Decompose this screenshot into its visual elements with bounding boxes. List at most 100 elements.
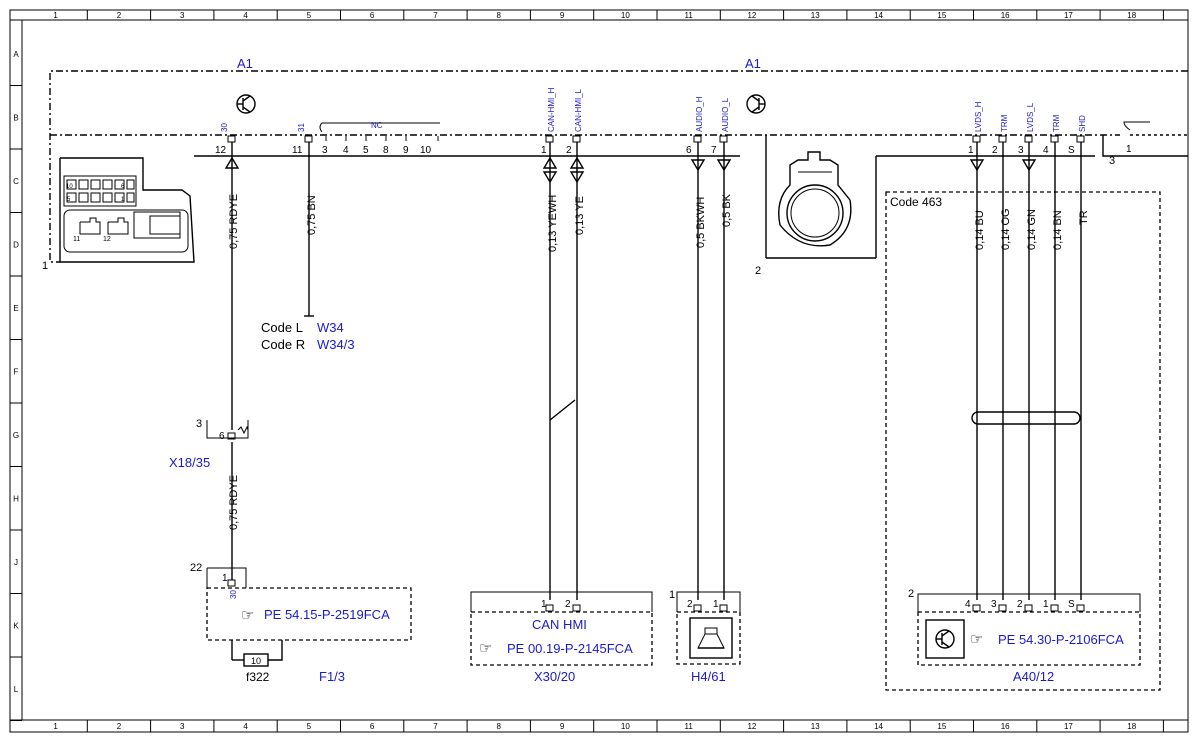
wire-label-bn14: 0,14 BN (1052, 210, 1064, 250)
grid-row-label: D (13, 240, 19, 249)
code-463-boundary (885, 191, 1161, 691)
wire-bn (304, 142, 314, 317)
grid-column-label: 8 (497, 722, 502, 731)
grid-column-label: 18 (1127, 11, 1136, 20)
grid-column-label: 1 (53, 722, 58, 731)
pointer-icon: ☞ (479, 640, 492, 657)
fuse-block (206, 567, 412, 667)
antenna-block-pe-link[interactable]: PE 54.30-P-2106FCA (998, 632, 1124, 647)
connector-3-pin: 1 (1126, 144, 1132, 155)
pointer-icon: ☞ (241, 607, 254, 624)
grid-column-label: 16 (1001, 722, 1010, 731)
grid-column-label: 8 (497, 11, 502, 20)
wire-can-l (569, 142, 585, 600)
connector-3-label: 3 (1109, 155, 1115, 167)
fuse-block-number: 22 (190, 562, 202, 574)
wire-rdye (224, 142, 240, 580)
pin-signal-can-l: CAN-HMI_L (574, 88, 583, 132)
x18-pin: 6 (219, 431, 225, 442)
grid-column-label: 17 (1064, 11, 1073, 20)
wire-label-bn: 0,75 BN (306, 195, 318, 235)
grid-column-label: 15 (937, 11, 946, 20)
pin-number-audio-6: 6 (686, 145, 692, 156)
antenna-pin-1: 1 (1043, 599, 1049, 610)
grid-column-label: 18 (1127, 722, 1136, 731)
svg-text:12: 12 (103, 236, 111, 243)
can-hmi-block (470, 591, 653, 666)
pin-number-lvds-3: 3 (1018, 145, 1024, 156)
grid-row-label: G (13, 431, 19, 440)
pin-number-lvds-1: 1 (968, 145, 974, 156)
grid-row-label: L (14, 685, 19, 694)
pin-header-shd (1076, 135, 1085, 143)
wire-audio-l (716, 142, 732, 600)
can-block-title: CAN HMI (532, 617, 587, 632)
antenna-pin-4: 4 (965, 599, 971, 610)
wire-audio-h (690, 142, 706, 600)
grid-row-label: B (13, 113, 18, 122)
fuse-block-ref: F1/3 (319, 669, 345, 684)
wire-label-bkwh: 0,5 BKWH (695, 197, 707, 248)
grid-row-label: A (13, 50, 19, 59)
grid-column-label: 9 (560, 11, 565, 20)
svg-text:10: 10 (66, 184, 73, 190)
wire-label-bu: 0,14 BU (974, 210, 986, 250)
grid-column-label: 15 (937, 722, 946, 731)
svg-text:6: 6 (121, 184, 125, 190)
grid-row-label: H (13, 494, 19, 503)
pin-header-audio-h (693, 135, 702, 143)
pin-number-10: 10 (420, 145, 432, 156)
pin-signal-trm-2: TRM (1052, 114, 1061, 132)
svg-text:1: 1 (121, 197, 125, 203)
grid-column-label: 11 (684, 11, 693, 20)
grid-row-label: K (13, 621, 19, 630)
pin-signal-audio-h: AUDIO_H (695, 96, 704, 132)
grid-column-label: 16 (1001, 11, 1010, 20)
nc-pin-group (319, 122, 440, 141)
nc-label: NC (371, 121, 383, 130)
fuse-block-pe-link[interactable]: PE 54.15-P-2519FCA (264, 607, 390, 622)
x18-ref: X18/35 (169, 455, 210, 470)
drawing-frame (9, 9, 1189, 733)
grid-column-label: 13 (811, 11, 820, 20)
pin-signal-31: 31 (297, 123, 306, 132)
grid-row-label: C (13, 177, 19, 186)
grid-column-label: 14 (874, 722, 883, 731)
can-block-pe-link[interactable]: PE 00.19-P-2145FCA (507, 641, 633, 656)
connector-1-label: 1 (42, 260, 48, 272)
pin-number-3: 3 (322, 145, 328, 156)
wire-label-gn: 0,14 GN (1026, 209, 1038, 250)
grid-row-label: J (14, 558, 18, 567)
pin-signal-trm-1: TRM (1000, 114, 1009, 132)
pointer-icon: ☞ (970, 631, 983, 648)
grid-column-label: 3 (180, 722, 185, 731)
grid-column-label: 17 (1064, 722, 1073, 731)
pin-number-12: 12 (215, 145, 227, 156)
grid-column-label: 13 (811, 722, 820, 731)
antenna-pin-2: 2 (1017, 599, 1023, 610)
transistor-icon (935, 629, 955, 649)
grid-column-label: 7 (433, 722, 438, 731)
speaker-block-ref: H4/61 (691, 669, 726, 684)
antenna-block-ref: A40/12 (1013, 669, 1054, 684)
grid-column-label: 6 (370, 722, 375, 731)
speaker-pin-2: 2 (687, 599, 693, 610)
wire-label-rdye-bottom: 0,75 RDYE (228, 475, 240, 530)
antenna-pin-3: 3 (991, 599, 997, 610)
svg-text:5: 5 (67, 197, 71, 203)
a1-module-boundary (49, 70, 1188, 263)
pin-number-5: 5 (363, 145, 369, 156)
code-l-label: Code L (261, 320, 303, 335)
wire-can-h (542, 142, 576, 600)
pin-signal-lvds-l: LVDS_L (1026, 102, 1035, 132)
module-ref-left: A1 (237, 56, 253, 71)
pin-signal-lvds-h: LVDS_H (974, 101, 983, 132)
pin-header-lvds-l (1024, 135, 1033, 143)
pin-header-12 (227, 135, 236, 143)
pin-signal-can-h: CAN-HMI_H (547, 87, 556, 132)
grid-column-label: 6 (370, 11, 375, 20)
code-463-label: Code 463 (890, 195, 942, 209)
grid-column-label: 11 (684, 722, 693, 731)
speaker-pin-1: 1 (713, 599, 719, 610)
